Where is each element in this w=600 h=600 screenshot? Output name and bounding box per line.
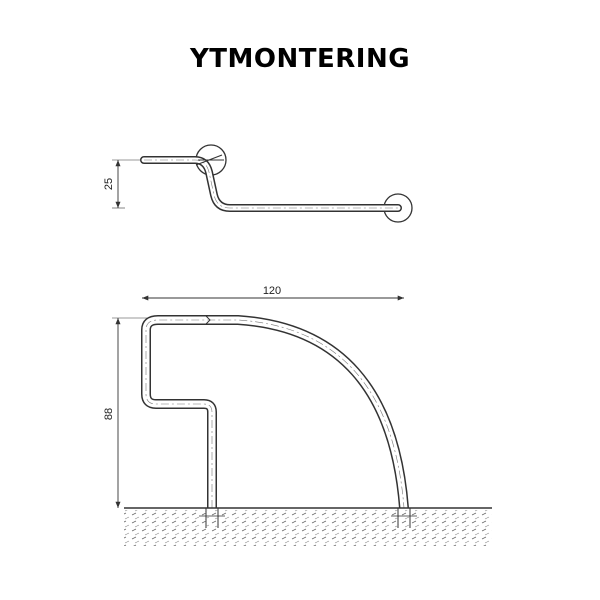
side-tube-inner (142, 316, 408, 509)
dimension-width: 120 (142, 285, 404, 301)
top-tube-inner (141, 157, 401, 211)
top-view: 25 (103, 144, 413, 223)
top-tube-centerline (144, 159, 398, 209)
dimension-height-main: 88 (103, 317, 148, 508)
ground (124, 507, 492, 546)
dimension-label-88: 88 (103, 408, 115, 420)
side-tube-outline (141, 315, 409, 509)
dimension-label-25: 25 (103, 178, 115, 190)
side-view: 120 88 (103, 285, 492, 546)
top-tube-outline (140, 156, 402, 212)
side-tube-centerline (145, 319, 405, 509)
dimension-label-120: 120 (263, 285, 281, 297)
page-title: YTMONTERING (189, 44, 411, 74)
dimension-height-top: 25 (103, 159, 140, 209)
